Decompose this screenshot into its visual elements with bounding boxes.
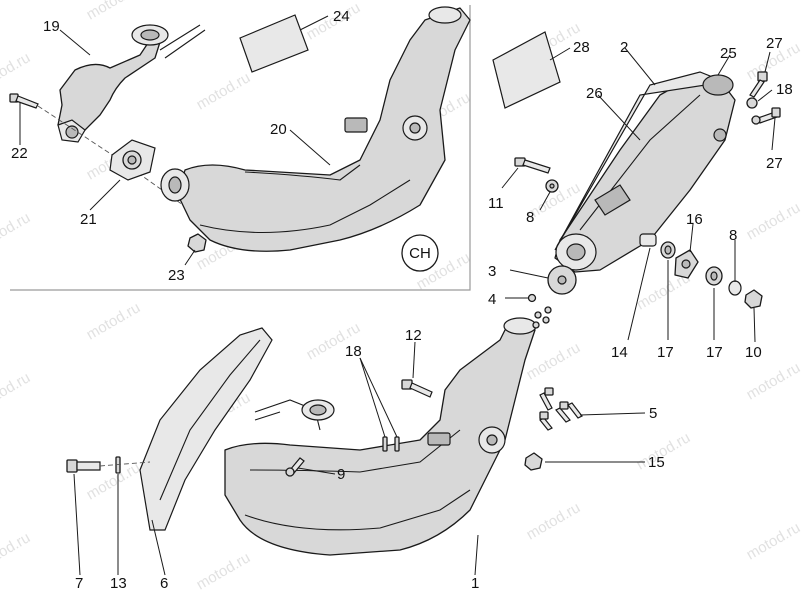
callout-17-a: 17 [657, 344, 674, 361]
callout-12: 12 [405, 327, 422, 344]
callout-23: 23 [168, 267, 185, 284]
small-nuts [532, 306, 552, 329]
part-8-washer [545, 179, 559, 193]
part-4-nut [527, 293, 537, 303]
callout-3: 3 [488, 263, 496, 280]
callout-1: 1 [471, 575, 479, 592]
watermark-text: motod.ru [0, 529, 33, 573]
watermark-text: motod.ru [194, 549, 254, 593]
part-17-rubber-a [660, 241, 676, 259]
callout-8-right: 8 [729, 227, 737, 244]
watermark-text: motod.ru [194, 69, 254, 113]
part-25-end-cap [702, 74, 734, 96]
callout-14: 14 [611, 344, 628, 361]
ch-variant-badge: CH [401, 234, 439, 272]
watermark-text: motod.ru [744, 199, 802, 243]
callout-15: 15 [648, 454, 665, 471]
watermark-text: motod.ru [0, 209, 33, 253]
callout-28: 28 [573, 39, 590, 56]
part-9-bolt [285, 457, 305, 477]
callout-26: 26 [586, 85, 603, 102]
callout-18-bottom: 18 [345, 343, 362, 360]
part-10-nut [744, 289, 763, 309]
callout-11: 11 [488, 195, 504, 212]
watermark-text: motod.ru [744, 519, 802, 563]
part-14-bushing [639, 233, 657, 247]
part-7-bolt [66, 459, 101, 473]
watermark-text: motod.ru [524, 499, 584, 543]
callout-21: 21 [80, 211, 97, 228]
watermark-text: motod.ru [524, 339, 584, 383]
callout-8-top: 8 [526, 209, 534, 226]
part-16-bracket [674, 249, 699, 279]
watermark-text: motod.ru [744, 359, 802, 403]
watermark-text: motod.ru [0, 369, 33, 413]
callout-5: 5 [649, 405, 657, 422]
part-12-bolt [401, 379, 433, 398]
callout-16: 16 [686, 211, 703, 228]
part-18-washer-top [746, 97, 758, 109]
part-23-nut [187, 233, 207, 253]
part-27-screw-top [749, 71, 768, 98]
callout-2: 2 [620, 39, 628, 56]
part-17-rubber-b [705, 266, 723, 286]
ch-variant-frame [10, 5, 471, 291]
watermark-text: motod.ru [0, 49, 33, 93]
part-15-nut [524, 452, 543, 471]
part-22-bolt [9, 93, 39, 109]
callout-22: 22 [11, 145, 28, 162]
part-24-label [239, 14, 309, 73]
callout-6: 6 [160, 575, 168, 592]
part-28-label [492, 31, 561, 109]
callout-19: 19 [43, 18, 60, 35]
watermark-text: motod.ru [84, 299, 144, 343]
part-6-heat-shield [139, 327, 273, 531]
callout-27-bottom: 27 [766, 155, 783, 172]
callout-25: 25 [720, 45, 737, 62]
part-19-exhaust-pipe [57, 24, 206, 143]
svg-text:CH: CH [409, 245, 431, 262]
callout-27-top: 27 [766, 35, 783, 52]
part-8-washer-b [728, 280, 742, 296]
callout-9: 9 [337, 466, 345, 483]
part-5-bolts [539, 387, 583, 431]
leader-lines [19, 15, 776, 576]
part-20-muffler [160, 6, 471, 252]
watermark-text: motod.ru [84, 0, 144, 23]
part-1-exhaust-muffler [224, 317, 537, 556]
part-21-gasket [109, 139, 156, 181]
part-26-muffler-body [554, 77, 736, 273]
callout-18-right: 18 [776, 81, 793, 98]
part-11-bolt [514, 157, 551, 174]
part-3-gasket [547, 265, 577, 295]
callout-13: 13 [110, 575, 127, 592]
callout-4: 4 [488, 291, 496, 308]
callout-17-b: 17 [706, 344, 723, 361]
callout-7: 7 [75, 575, 83, 592]
callout-10: 10 [745, 344, 762, 361]
callout-20: 20 [270, 121, 287, 138]
part-27-screw-bottom [751, 107, 781, 125]
callout-numbers: 19 22 21 23 24 20 28 2 25 26 27 18 27 11… [11, 8, 793, 592]
callout-24: 24 [333, 8, 350, 25]
